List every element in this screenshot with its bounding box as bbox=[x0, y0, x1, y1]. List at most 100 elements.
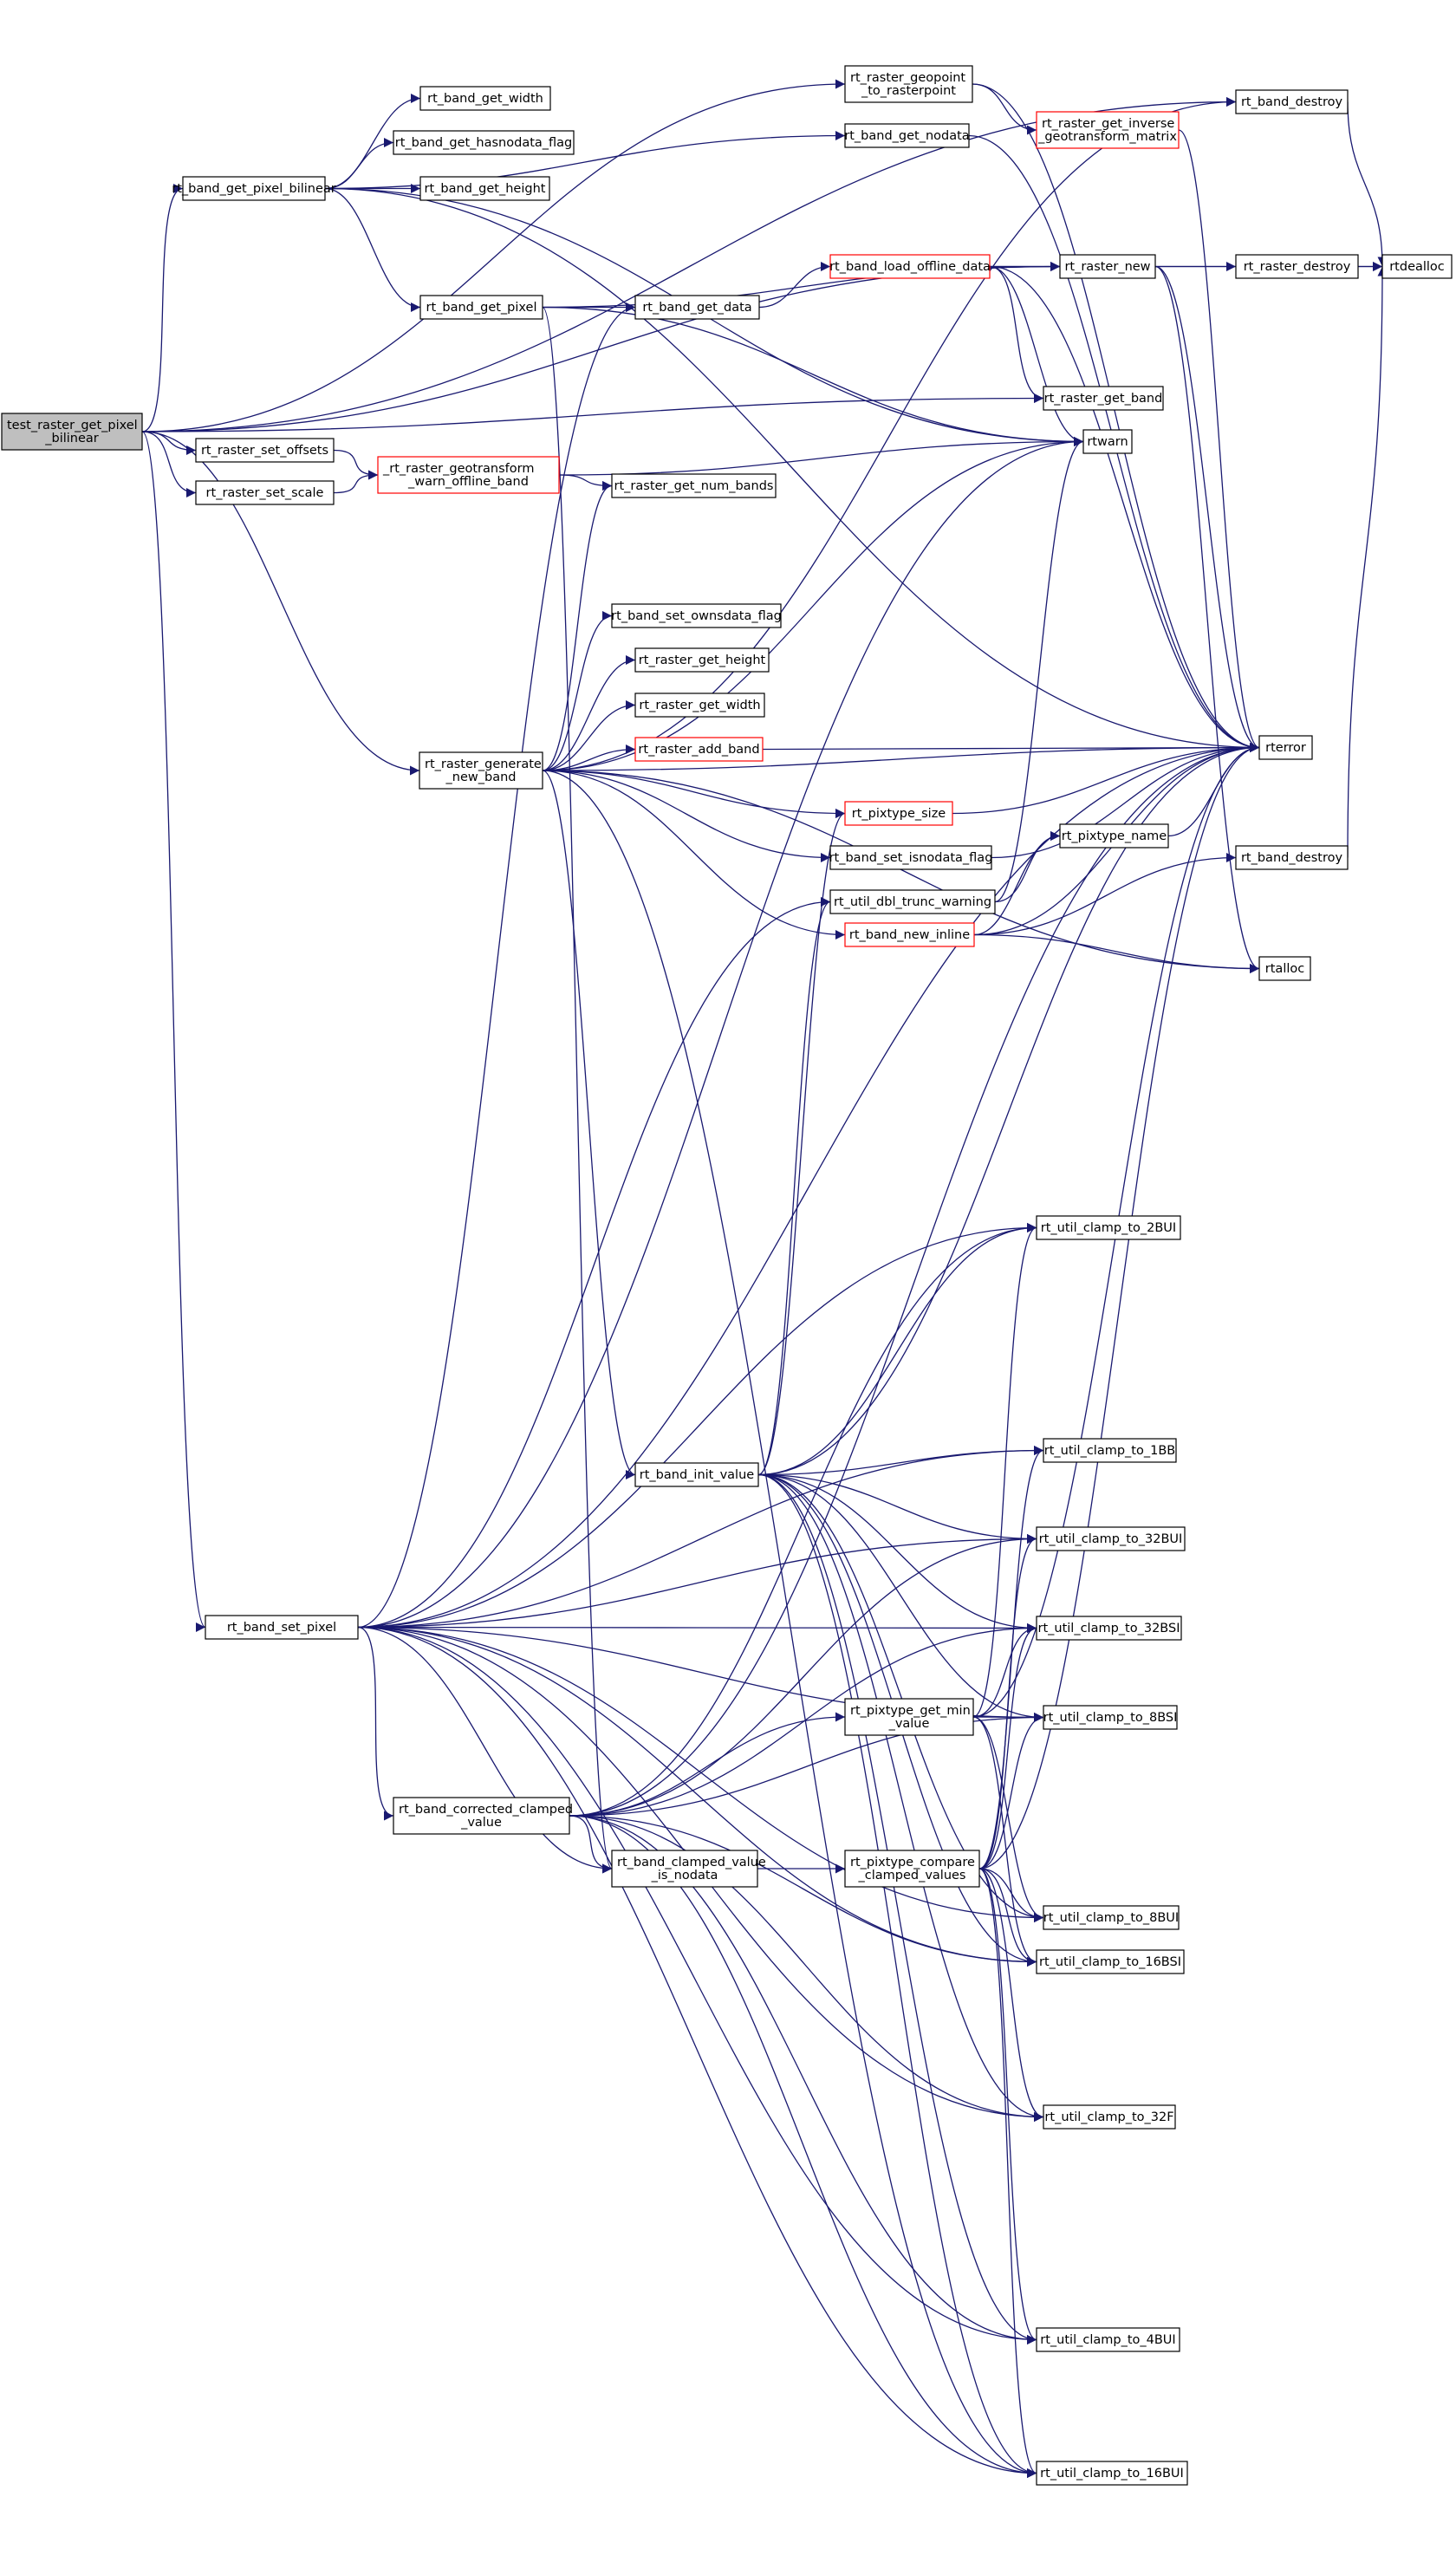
node-get_band[interactable]: rt_raster_get_band bbox=[1043, 386, 1164, 411]
node-box-geopoint[interactable] bbox=[844, 65, 973, 103]
node-box-compare_clamped[interactable] bbox=[844, 1850, 980, 1888]
node-box-root[interactable] bbox=[1, 413, 143, 451]
node-box-band_destroy_top[interactable] bbox=[1235, 89, 1349, 114]
node-box-rterror[interactable] bbox=[1258, 735, 1313, 760]
node-box-dbl_trunc[interactable] bbox=[829, 889, 996, 914]
node-box-clamp_2bui[interactable] bbox=[1036, 1215, 1181, 1240]
node-box-rtdealloc[interactable] bbox=[1381, 254, 1453, 279]
node-box-geotransform_warn[interactable] bbox=[377, 456, 560, 494]
node-corrected_clamped[interactable]: rt_band_corrected_clamped_value bbox=[393, 1797, 573, 1835]
node-set_offsets[interactable]: rt_raster_set_offsets bbox=[195, 438, 335, 463]
node-clamp_1bb[interactable]: rt_util_clamp_to_1BB bbox=[1043, 1438, 1177, 1463]
node-rterror[interactable]: rterror bbox=[1258, 735, 1313, 760]
node-box-get_nodata[interactable] bbox=[844, 123, 970, 148]
node-box-clamp_32bsi[interactable] bbox=[1036, 1616, 1182, 1641]
node-box-set_ownsdata[interactable] bbox=[611, 603, 782, 628]
node-box-raster_new[interactable] bbox=[1059, 254, 1156, 279]
node-clamp_32bui[interactable]: rt_util_clamp_to_32BUI bbox=[1036, 1526, 1186, 1551]
node-init_value[interactable]: rt_band_init_value bbox=[634, 1462, 759, 1487]
node-box-init_value[interactable] bbox=[634, 1462, 759, 1487]
node-box-clamped_is_nodata[interactable] bbox=[611, 1850, 758, 1888]
node-get_width[interactable]: rt_band_get_width bbox=[419, 86, 551, 111]
node-set_ownsdata[interactable]: rt_band_set_ownsdata_flag bbox=[611, 603, 782, 628]
node-pixtype_name[interactable]: rt_pixtype_name bbox=[1059, 823, 1169, 849]
node-box-clamp_32f[interactable] bbox=[1043, 2104, 1176, 2130]
node-box-rtalloc[interactable] bbox=[1258, 956, 1311, 981]
node-raster_new[interactable]: rt_raster_new bbox=[1059, 254, 1156, 279]
node-set_pixel[interactable]: rt_band_set_pixel bbox=[205, 1615, 359, 1640]
node-r_get_height[interactable]: rt_raster_get_height bbox=[634, 647, 770, 673]
node-box-get_height[interactable] bbox=[419, 176, 550, 201]
node-r_get_width[interactable]: rt_raster_get_width bbox=[634, 693, 765, 718]
node-box-pixtype_size[interactable] bbox=[844, 801, 953, 826]
node-band_destroy_mid[interactable]: rt_band_destroy bbox=[1235, 845, 1349, 870]
node-geopoint[interactable]: rt_raster_geopoint_to_rasterpoint bbox=[844, 65, 973, 103]
node-band_destroy_top[interactable]: rt_band_destroy bbox=[1235, 89, 1349, 114]
node-box-pixtype_min[interactable] bbox=[844, 1698, 974, 1736]
node-box-band_new_inline[interactable] bbox=[844, 922, 975, 947]
node-box-set_pixel[interactable] bbox=[205, 1615, 359, 1640]
node-clamp_32bsi[interactable]: rt_util_clamp_to_32BSI bbox=[1036, 1616, 1182, 1641]
node-get_height[interactable]: rt_band_get_height bbox=[419, 176, 550, 201]
node-add_band[interactable]: rt_raster_add_band bbox=[634, 737, 764, 762]
node-box-r_get_width[interactable] bbox=[634, 693, 765, 718]
node-box-get_band[interactable] bbox=[1043, 386, 1164, 411]
node-clamp_16bsi[interactable]: rt_util_clamp_to_16BSI bbox=[1036, 1949, 1185, 1974]
node-box-get_data[interactable] bbox=[634, 295, 760, 320]
node-rtwarn[interactable]: rtwarn bbox=[1082, 429, 1133, 454]
node-box-clamp_1bb[interactable] bbox=[1043, 1438, 1177, 1463]
node-get_data[interactable]: rt_band_get_data bbox=[634, 295, 760, 320]
node-box-get_num_bands[interactable] bbox=[611, 473, 777, 498]
node-box-raster_destroy[interactable] bbox=[1235, 254, 1359, 279]
node-get_nodata[interactable]: rt_band_get_nodata bbox=[844, 123, 970, 148]
node-clamp_2bui[interactable]: rt_util_clamp_to_2BUI bbox=[1036, 1215, 1181, 1240]
node-set_scale[interactable]: rt_raster_set_scale bbox=[195, 480, 335, 505]
node-box-clamp_8bui[interactable] bbox=[1043, 1905, 1180, 1930]
node-clamp_8bui[interactable]: rt_util_clamp_to_8BUI bbox=[1043, 1905, 1180, 1930]
node-load_offline[interactable]: rt_band_load_offline_data bbox=[829, 254, 991, 279]
node-box-inverse_geo[interactable] bbox=[1036, 111, 1180, 149]
node-box-clamp_16bsi[interactable] bbox=[1036, 1949, 1185, 1974]
node-generate_new_band[interactable]: rt_raster_generate_new_band bbox=[419, 751, 543, 790]
node-box-get_pixel[interactable] bbox=[419, 295, 543, 320]
node-box-add_band[interactable] bbox=[634, 737, 764, 762]
node-box-load_offline[interactable] bbox=[829, 254, 991, 279]
node-inverse_geo[interactable]: rt_raster_get_inverse_geotransform_matri… bbox=[1036, 111, 1180, 149]
node-clamped_is_nodata[interactable]: rt_band_clamped_value_is_nodata bbox=[611, 1850, 766, 1888]
node-box-clamp_4bui[interactable] bbox=[1036, 2327, 1180, 2352]
node-box-corrected_clamped[interactable] bbox=[393, 1797, 570, 1835]
node-compare_clamped[interactable]: rt_pixtype_compare_clamped_values bbox=[844, 1850, 980, 1888]
node-raster_destroy[interactable]: rt_raster_destroy bbox=[1235, 254, 1359, 279]
node-dbl_trunc[interactable]: rt_util_dbl_trunc_warning bbox=[829, 889, 996, 914]
node-box-clamp_32bui[interactable] bbox=[1036, 1526, 1186, 1551]
node-band_new_inline[interactable]: rt_band_new_inline bbox=[844, 922, 975, 947]
node-box-band_destroy_mid[interactable] bbox=[1235, 845, 1349, 870]
node-clamp_32f[interactable]: rt_util_clamp_to_32F bbox=[1043, 2104, 1176, 2130]
node-pixtype_size[interactable]: rt_pixtype_size bbox=[844, 801, 953, 826]
node-box-get_width[interactable] bbox=[419, 86, 551, 111]
node-box-r_get_height[interactable] bbox=[634, 647, 770, 673]
node-box-clamp_8bsi[interactable] bbox=[1043, 1705, 1178, 1730]
node-get_pixel_bilinear[interactable]: rt_band_get_pixel_bilinear bbox=[172, 176, 336, 201]
node-box-generate_new_band[interactable] bbox=[419, 751, 543, 790]
node-box-clamp_16bui[interactable] bbox=[1036, 2461, 1188, 2486]
node-clamp_16bui[interactable]: rt_util_clamp_to_16BUI bbox=[1036, 2461, 1188, 2486]
node-get_hasnodata[interactable]: rt_band_get_hasnodata_flag bbox=[393, 130, 575, 155]
node-pixtype_min[interactable]: rt_pixtype_get_min_value bbox=[844, 1698, 974, 1736]
node-root[interactable]: test_raster_get_pixel_bilinear bbox=[1, 413, 143, 451]
node-set_isnodata[interactable]: rt_band_set_isnodata_flag bbox=[829, 845, 993, 870]
node-rtdealloc[interactable]: rtdealloc bbox=[1381, 254, 1453, 279]
node-box-get_pixel_bilinear[interactable] bbox=[182, 176, 326, 201]
node-box-pixtype_name[interactable] bbox=[1059, 823, 1169, 849]
node-box-set_isnodata[interactable] bbox=[829, 845, 992, 870]
node-get_num_bands[interactable]: rt_raster_get_num_bands bbox=[611, 473, 777, 498]
node-box-set_scale[interactable] bbox=[195, 480, 335, 505]
node-get_pixel[interactable]: rt_band_get_pixel bbox=[419, 295, 543, 320]
node-box-rtwarn[interactable] bbox=[1082, 429, 1133, 454]
node-box-get_hasnodata[interactable] bbox=[393, 130, 575, 155]
node-clamp_4bui[interactable]: rt_util_clamp_to_4BUI bbox=[1036, 2327, 1180, 2352]
node-geotransform_warn[interactable]: _rt_raster_geotransform_warn_offline_ban… bbox=[377, 456, 560, 494]
node-clamp_8bsi[interactable]: rt_util_clamp_to_8BSI bbox=[1043, 1705, 1178, 1730]
node-box-set_offsets[interactable] bbox=[195, 438, 335, 463]
node-rtalloc[interactable]: rtalloc bbox=[1258, 956, 1311, 981]
